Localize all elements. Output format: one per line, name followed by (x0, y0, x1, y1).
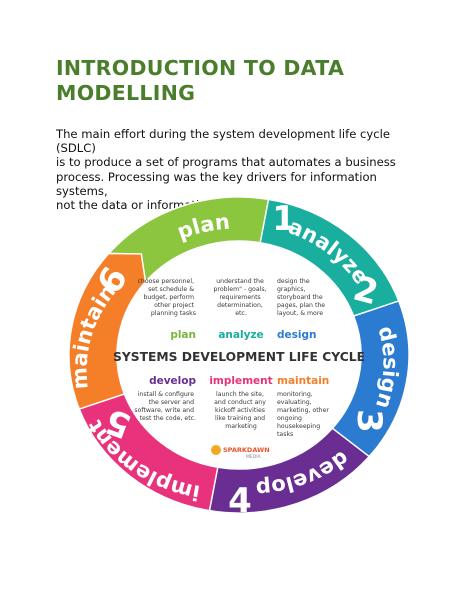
logo-text: SPARKDAWN (223, 446, 270, 454)
sparkdawn-logo: SPARKDAWN MEDIA (211, 445, 270, 460)
center-title: SYSTEMS DEVELOPMENT LIFE CYCLE (113, 350, 365, 364)
phase-plan: plan (170, 329, 196, 341)
paragraph-line-2: is to produce a set of programs that aut… (56, 155, 396, 170)
sdlc-cycle-graphic: plan analyze design develop implement ma… (67, 196, 410, 520)
title-line-2: MODELLING (56, 81, 196, 105)
logo-sun-icon (211, 445, 221, 455)
paragraph-line-1: The main effort during the system develo… (56, 127, 390, 156)
implement-description: launch the site, and conduct any kickoff… (214, 391, 268, 430)
segment-number-1: 1 (272, 199, 296, 239)
paragraph-line-3: process. Processing was the key drivers … (56, 169, 377, 198)
sdlc-diagram: plan analyze design develop implement ma… (50, 190, 428, 520)
develop-description: install & configure the server and softw… (134, 391, 196, 422)
segment-number-4: 4 (228, 481, 252, 520)
phase-develop: develop (149, 375, 196, 387)
analyze-description: understand the problem" - goals, require… (214, 278, 269, 317)
logo-subtext: MEDIA (246, 454, 262, 460)
design-description: design the graphics, storyboard the page… (277, 278, 327, 317)
phase-analyze: analyze (218, 329, 263, 341)
title-line-1: INTRODUCTION TO DATA (56, 56, 345, 80)
cycle-ring (68, 196, 410, 514)
plan-description: choose personnel, set schedule & budget,… (138, 278, 196, 317)
phase-design: design (277, 329, 316, 341)
page-title: INTRODUCTION TO DATA MODELLING (56, 56, 436, 106)
ring-segment-maintain (68, 252, 147, 410)
phase-maintain: maintain (277, 375, 329, 387)
maintain-description: monitoring, evaluating, marketing, other… (277, 391, 331, 438)
phase-implement: implement (209, 375, 272, 387)
segment-number-3: 3 (349, 409, 389, 433)
center-disc (120, 244, 358, 466)
